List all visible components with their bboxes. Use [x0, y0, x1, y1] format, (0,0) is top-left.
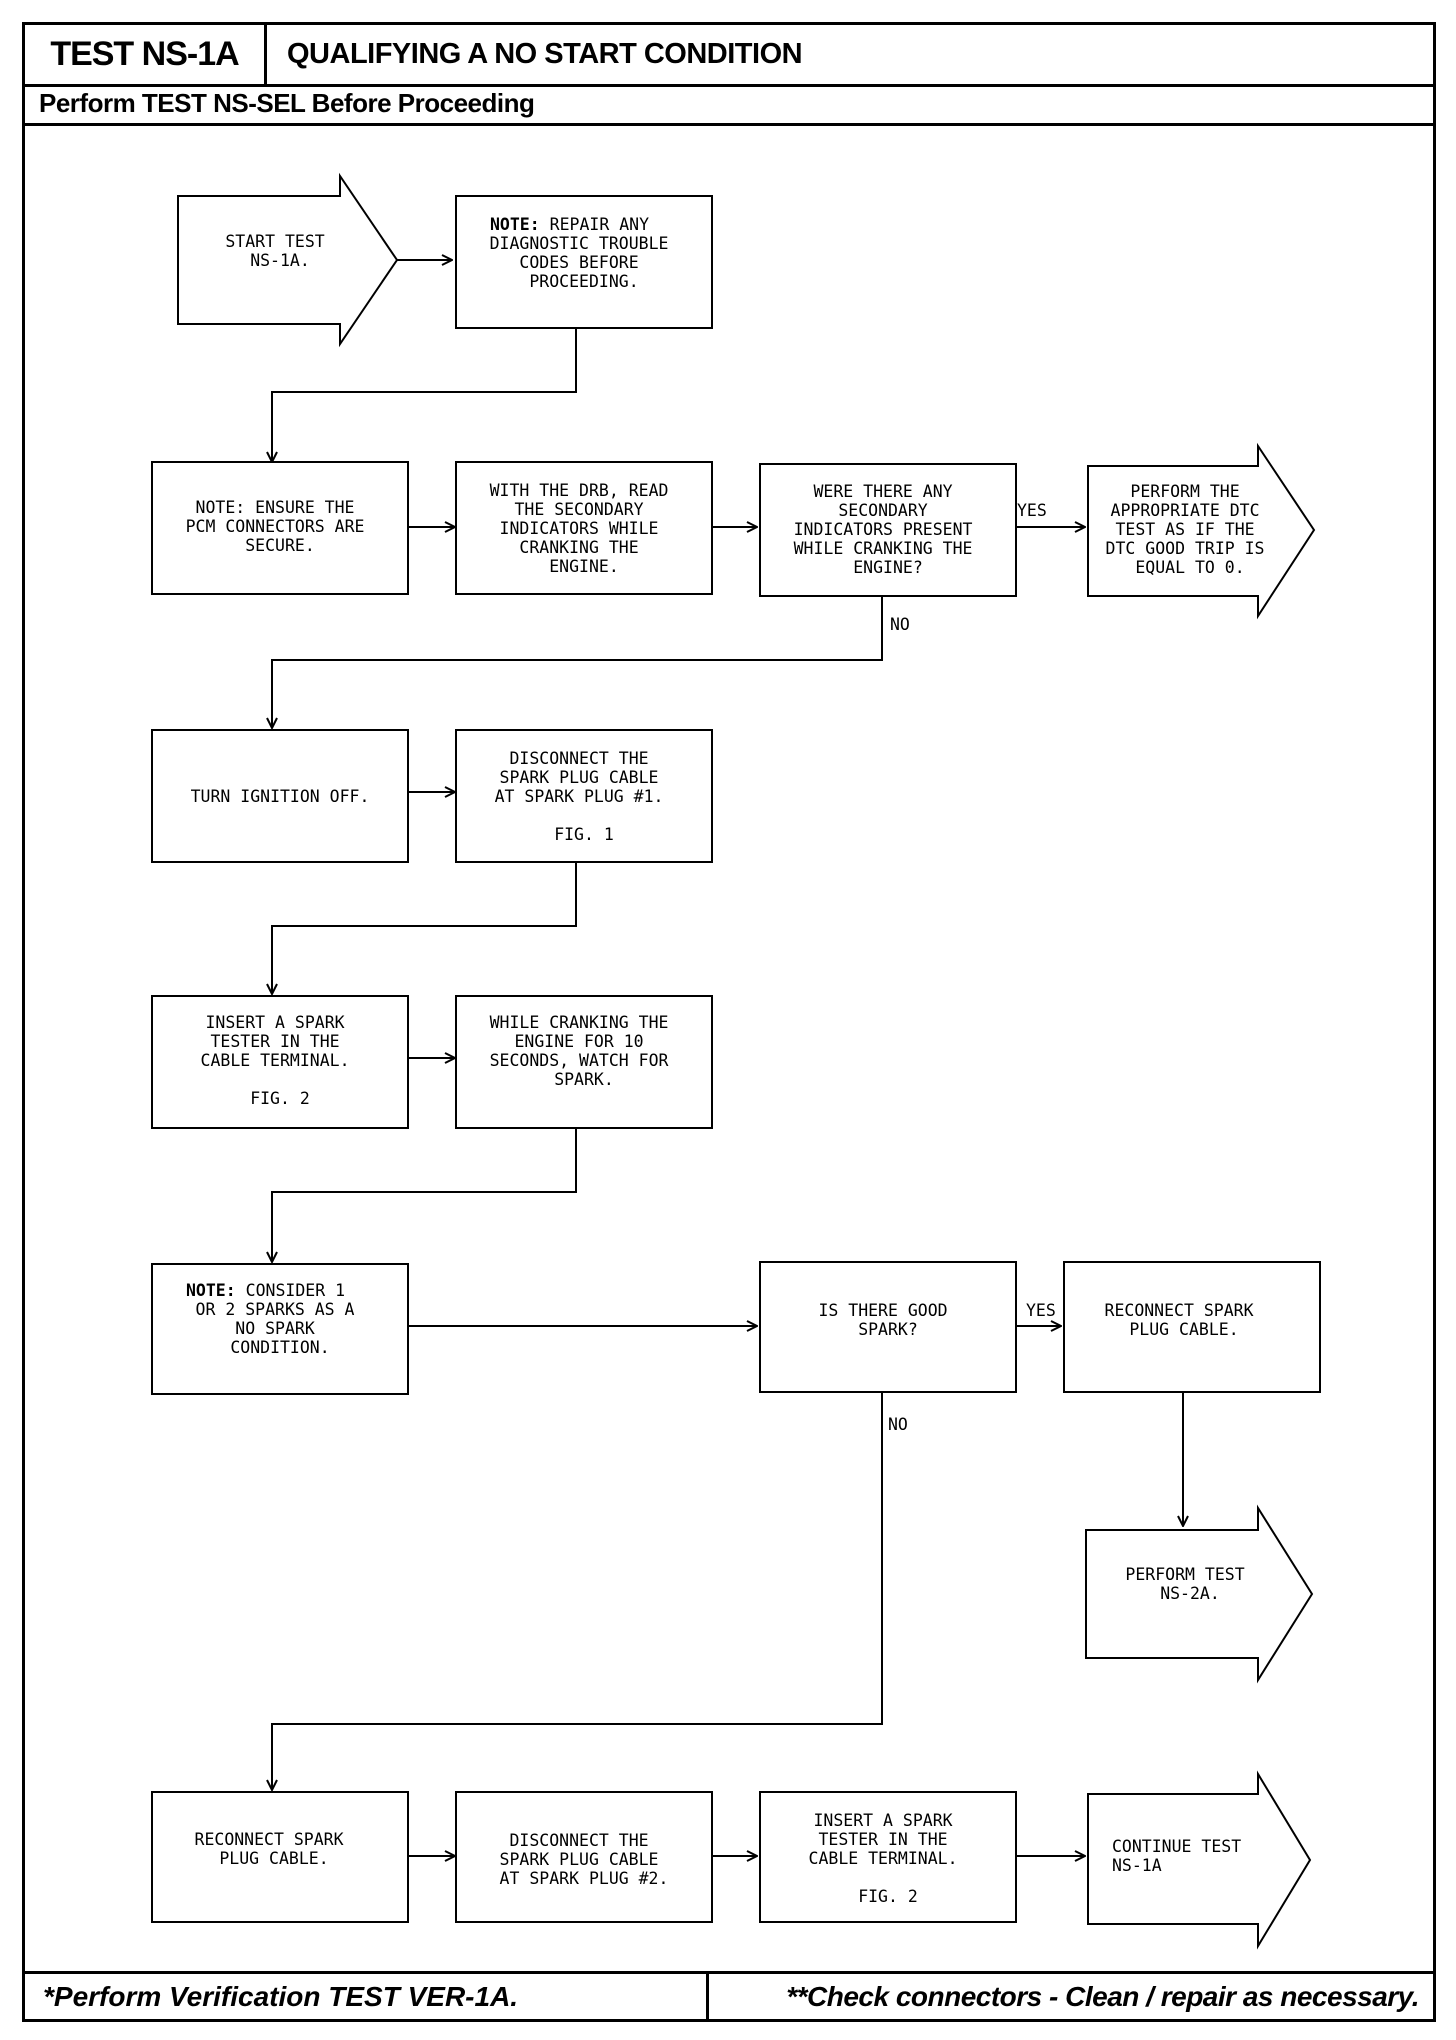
test-title: QUALIFYING A NO START CONDITION	[287, 38, 803, 70]
prerequisite-note: Perform TEST NS-SEL Before Proceeding	[39, 88, 535, 118]
disconnect-plug1-text: DISCONNECT THE SPARK PLUG CABLE AT SPARK…	[495, 749, 674, 844]
read-drb-text: WITH THE DRB, READ THE SECONDARY INDICAT…	[490, 481, 679, 576]
perform-dtc-arrow	[1087, 442, 1316, 620]
footer-verification-note: *Perform Verification TEST VER-1A.	[25, 1974, 709, 2019]
read-drb-box	[455, 461, 713, 595]
secondary-indicators-question-box	[759, 463, 1017, 597]
insert-tester2-box	[759, 1791, 1017, 1923]
crank-watch-spark-text: WHILE CRANKING THE ENGINE FOR 10 SECONDS…	[490, 1013, 679, 1089]
note-repair-box	[455, 195, 713, 329]
note-sparks-box	[151, 1263, 409, 1395]
footer-row: *Perform Verification TEST VER-1A. **Che…	[25, 1971, 1433, 2019]
perform-ns2a-text: PERFORM TEST NS-2A.	[1125, 1565, 1254, 1603]
reconnect-yes-box	[1063, 1261, 1321, 1393]
start-text: START TEST NS-1A.	[225, 232, 334, 270]
connector-lines	[272, 260, 1183, 1856]
perform-ns2a-arrow	[1085, 1504, 1314, 1684]
good-spark-question-box	[759, 1261, 1017, 1393]
disconnect-plug2-box	[455, 1791, 713, 1923]
reconnect-no-text: RECONNECT SPARK PLUG CABLE.	[195, 1830, 354, 1868]
reconnect-yes-text: RECONNECT SPARK PLUG CABLE.	[1105, 1301, 1264, 1339]
ignition-off-text: TURN IGNITION OFF.	[191, 787, 370, 806]
note-sparks-text: NOTE:CONSIDER 1 OR 2 SPARKS AS A NO SPAR…	[186, 1281, 364, 1357]
no-label-1: NO	[890, 615, 910, 634]
perform-dtc-text: PERFORM THE APPROPRIATE DTC TEST AS IF T…	[1106, 482, 1275, 577]
crank-watch-spark-box	[455, 995, 713, 1129]
yes-label-1: YES	[1017, 501, 1047, 520]
insert-tester2-text: INSERT A SPARK TESTER IN THE CABLE TERMI…	[809, 1811, 968, 1906]
continue-ns1a-arrow	[1087, 1770, 1312, 1950]
ignition-off-box	[151, 729, 409, 863]
arrow-no-to-ignition	[272, 596, 883, 728]
reconnect-no-box	[151, 1791, 409, 1923]
insert-tester1-box	[151, 995, 409, 1129]
arrow-disconnect-to-insert	[272, 860, 577, 994]
arrow-no-to-reconnect	[272, 1392, 883, 1790]
arrow-crank-to-note	[272, 1126, 577, 1262]
prerequisite-row: Perform TEST NS-SEL Before Proceeding	[25, 84, 1433, 126]
no-label-2: NO	[888, 1415, 908, 1434]
ensure-pcm-text: NOTE: ENSURE THE PCM CONNECTORS ARE SECU…	[186, 498, 375, 555]
test-id: TEST NS-1A	[25, 25, 267, 84]
ensure-pcm-box	[151, 461, 409, 595]
disconnect-plug2-text: DISCONNECT THE SPARK PLUG CABLE AT SPARK…	[500, 1831, 669, 1888]
good-spark-question-text: IS THERE GOOD SPARK?	[818, 1301, 957, 1339]
continue-ns1a-text: CONTINUE TEST NS-1A	[1112, 1837, 1251, 1875]
start-arrow	[177, 172, 399, 348]
secondary-indicators-question-text: WERE THERE ANY SECONDARY INDICATORS PRES…	[794, 482, 983, 577]
note-repair-text: NOTE:REPAIR ANY DIAGNOSTIC TROUBLE CODES…	[490, 215, 679, 291]
header-row: TEST NS-1A QUALIFYING A NO START CONDITI…	[25, 25, 1433, 87]
footer-connectors-note: **Check connectors - Clean / repair as n…	[786, 1980, 1419, 2012]
arrow-note-to-ensure	[272, 328, 577, 462]
diagnostic-sheet: TEST NS-1A QUALIFYING A NO START CONDITI…	[22, 22, 1436, 2022]
insert-tester1-text: INSERT A SPARK TESTER IN THE CABLE TERMI…	[201, 1013, 360, 1108]
disconnect-plug1-box	[455, 729, 713, 863]
yes-label-2: YES	[1026, 1301, 1056, 1320]
